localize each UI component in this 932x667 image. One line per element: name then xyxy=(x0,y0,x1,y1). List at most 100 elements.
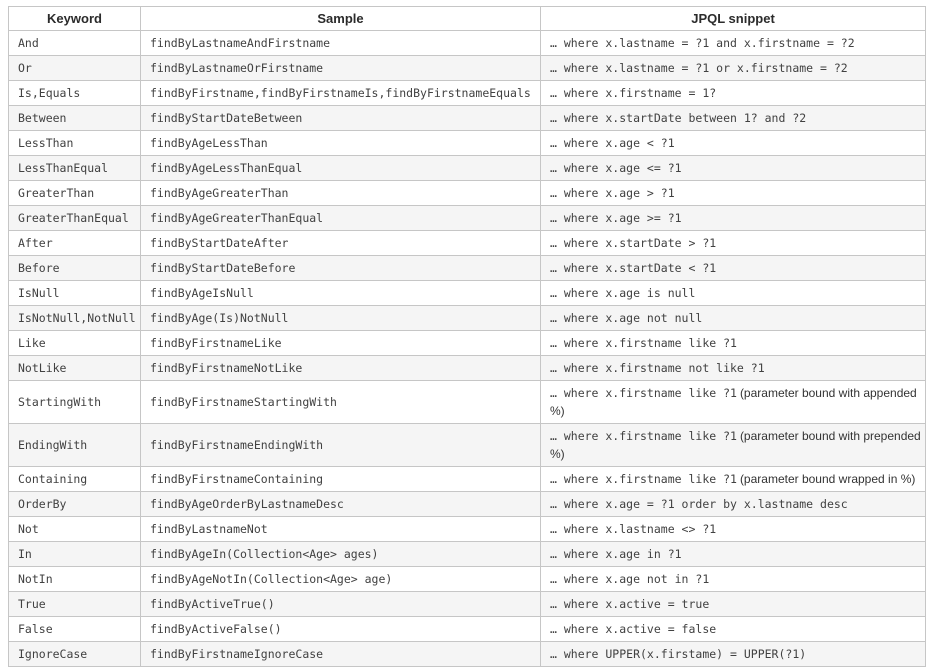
keyword-text: Like xyxy=(18,336,46,350)
keyword-cell: True xyxy=(8,591,141,617)
snippet-code-text: … where x.age <= ?1 xyxy=(550,161,682,175)
keyword-text: NotLike xyxy=(18,361,67,375)
table-row: Containing findByFirstnameContaining … w… xyxy=(8,466,926,492)
snippet-code-text: … where x.age > ?1 xyxy=(550,186,675,200)
snippet-cell: … where x.firstname not like ?1 xyxy=(540,355,926,381)
sample-text: findByAgeNotIn(Collection<Age> age) xyxy=(150,572,393,586)
keyword-text: Between xyxy=(18,111,67,125)
table-row: Between findByStartDateBetween … where x… xyxy=(8,105,926,131)
keyword-text: Before xyxy=(18,261,60,275)
sample-text: findByFirstnameIgnoreCase xyxy=(150,647,324,661)
keyword-text: GreaterThanEqual xyxy=(18,211,129,225)
sample-cell: findByFirstnameIgnoreCase xyxy=(140,641,541,667)
keyword-text: IgnoreCase xyxy=(18,647,88,661)
table-row: Or findByLastnameOrFirstname … where x.l… xyxy=(8,55,926,81)
keyword-text: Is,Equals xyxy=(18,86,81,100)
keyword-text: NotIn xyxy=(18,572,53,586)
header-row: Keyword Sample JPQL snippet xyxy=(8,6,926,31)
snippet-cell: … where x.lastname <> ?1 xyxy=(540,516,926,542)
sample-cell: findByLastnameAndFirstname xyxy=(140,30,541,56)
table-body: And findByLastnameAndFirstname … where x… xyxy=(8,30,926,667)
sample-cell: findByStartDateBetween xyxy=(140,105,541,131)
snippet-code-text: … where x.firstname like ?1 xyxy=(550,386,737,400)
keyword-cell: False xyxy=(8,616,141,642)
keyword-text: GreaterThan xyxy=(18,186,95,200)
snippet-code-text: … where x.lastname <> ?1 xyxy=(550,522,717,536)
sample-text: findByFirstnameLike xyxy=(150,336,282,350)
keyword-text: LessThan xyxy=(18,136,74,150)
keyword-cell: IsNotNull,NotNull xyxy=(8,305,141,331)
keyword-text: And xyxy=(18,36,39,50)
table-row: Not findByLastnameNot … where x.lastname… xyxy=(8,516,926,542)
sample-text: findByFirstnameStartingWith xyxy=(150,395,337,409)
snippet-code-text: … where x.firstname like ?1 xyxy=(550,336,737,350)
table-row: LessThanEqual findByAgeLessThanEqual … w… xyxy=(8,155,926,181)
snippet-cell: … where x.firstname like ?1 xyxy=(540,330,926,356)
keyword-text: IsNotNull,NotNull xyxy=(18,311,136,325)
snippet-cell: … where x.firstname like ?1(parameter bo… xyxy=(540,423,926,467)
snippet-cell: … where x.age in ?1 xyxy=(540,541,926,567)
sample-cell: findByAgeNotIn(Collection<Age> age) xyxy=(140,566,541,592)
sample-text: findByAgeGreaterThan xyxy=(150,186,289,200)
table-row: OrderBy findByAgeOrderByLastnameDesc … w… xyxy=(8,491,926,517)
header-jpql-snippet: JPQL snippet xyxy=(540,6,926,31)
snippet-code-text: … where x.lastname = ?1 or x.firstname =… xyxy=(550,61,848,75)
keyword-text: Containing xyxy=(18,472,88,486)
sample-text: findByLastnameNot xyxy=(150,522,268,536)
sample-cell: findByFirstnameNotLike xyxy=(140,355,541,381)
snippet-cell: … where x.age not null xyxy=(540,305,926,331)
snippet-note-text: (parameter bound with appended %) xyxy=(550,386,917,418)
sample-cell: findByAgeOrderByLastnameDesc xyxy=(140,491,541,517)
sample-cell: findByAgeIsNull xyxy=(140,280,541,306)
table-row: GreaterThan findByAgeGreaterThan … where… xyxy=(8,180,926,206)
keyword-cell: LessThanEqual xyxy=(8,155,141,181)
table-row: IsNotNull,NotNull findByAge(Is)NotNull …… xyxy=(8,305,926,331)
sample-cell: findByActiveFalse() xyxy=(140,616,541,642)
snippet-cell: … where x.startDate < ?1 xyxy=(540,255,926,281)
sample-text: findByFirstnameEndingWith xyxy=(150,438,324,452)
snippet-cell: … where x.age > ?1 xyxy=(540,180,926,206)
sample-cell: findByAgeGreaterThanEqual xyxy=(140,205,541,231)
sample-text: findByActiveTrue() xyxy=(150,597,275,611)
snippet-code-text: … where x.age not null xyxy=(550,311,703,325)
sample-cell: findByAgeGreaterThan xyxy=(140,180,541,206)
snippet-code-text: … where x.age in ?1 xyxy=(550,547,682,561)
snippet-code-text: … where x.firstname like ?1 xyxy=(550,429,737,443)
snippet-cell: … where x.lastname = ?1 and x.firstname … xyxy=(540,30,926,56)
table-row: Like findByFirstnameLike … where x.first… xyxy=(8,330,926,356)
keyword-cell: Is,Equals xyxy=(8,80,141,106)
snippet-code-text: … where x.active = false xyxy=(550,622,717,636)
table-row: GreaterThanEqual findByAgeGreaterThanEqu… xyxy=(8,205,926,231)
snippet-code-text: … where x.startDate > ?1 xyxy=(550,236,717,250)
keyword-text: OrderBy xyxy=(18,497,67,511)
sample-text: findByStartDateBefore xyxy=(150,261,296,275)
keyword-cell: IgnoreCase xyxy=(8,641,141,667)
keyword-cell: GreaterThanEqual xyxy=(8,205,141,231)
table-row: StartingWith findByFirstnameStartingWith… xyxy=(8,380,926,424)
sample-cell: findByAgeLessThanEqual xyxy=(140,155,541,181)
table-row: False findByActiveFalse() … where x.acti… xyxy=(8,616,926,642)
keyword-cell: StartingWith xyxy=(8,380,141,424)
sample-cell: findByLastnameNot xyxy=(140,516,541,542)
snippet-code-text: … where x.age = ?1 order by x.lastname d… xyxy=(550,497,848,511)
header-sample: Sample xyxy=(140,6,541,31)
snippet-cell: … where x.age is null xyxy=(540,280,926,306)
jpql-keywords-table: Keyword Sample JPQL snippet And findByLa… xyxy=(8,6,926,667)
snippet-cell: … where x.active = true xyxy=(540,591,926,617)
sample-text: findByFirstnameContaining xyxy=(150,472,324,486)
snippet-cell: … where x.startDate between 1? and ?2 xyxy=(540,105,926,131)
sample-text: findByActiveFalse() xyxy=(150,622,282,636)
keyword-cell: Like xyxy=(8,330,141,356)
snippet-code-text: … where x.active = true xyxy=(550,597,710,611)
keyword-cell: In xyxy=(8,541,141,567)
sample-cell: findByFirstnameContaining xyxy=(140,466,541,492)
snippet-code-text: … where x.startDate < ?1 xyxy=(550,261,717,275)
snippet-code-text: … where x.age is null xyxy=(550,286,696,300)
sample-cell: findByStartDateAfter xyxy=(140,230,541,256)
keyword-cell: And xyxy=(8,30,141,56)
sample-text: findByAgeOrderByLastnameDesc xyxy=(150,497,344,511)
snippet-cell: … where x.lastname = ?1 or x.firstname =… xyxy=(540,55,926,81)
snippet-code-text: … where x.startDate between 1? and ?2 xyxy=(550,111,807,125)
snippet-cell: … where x.startDate > ?1 xyxy=(540,230,926,256)
